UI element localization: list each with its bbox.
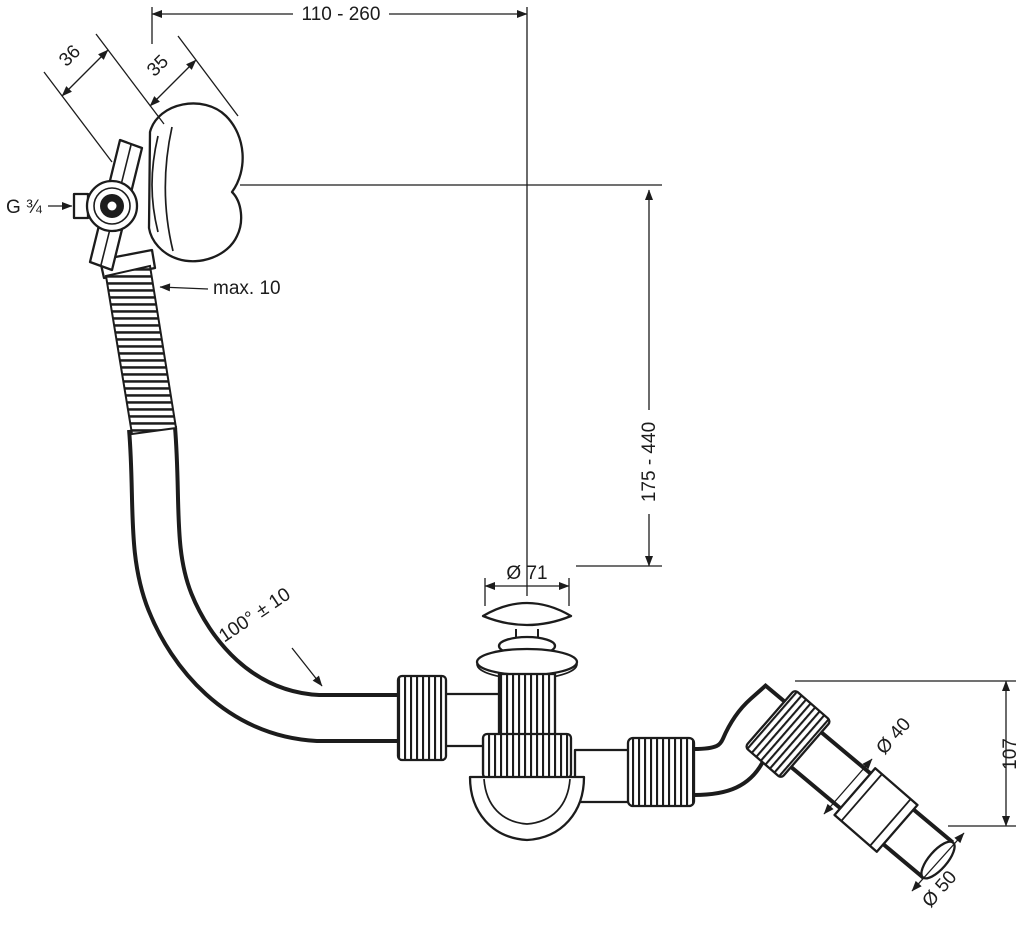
hose-angle-label: 100° ± 10 bbox=[215, 584, 294, 647]
dim-thread: G ¾ bbox=[6, 197, 73, 218]
diagonal-coupling-ring bbox=[745, 690, 831, 778]
fixture-artwork bbox=[72, 102, 956, 880]
dim-36-label: 36 bbox=[55, 41, 85, 71]
rotary-knob-ring bbox=[93, 187, 131, 225]
outlet-stub-pipe bbox=[573, 748, 637, 804]
flexible-hose bbox=[104, 264, 178, 436]
drain-bowl bbox=[468, 775, 586, 842]
dim-height-range-label: 175 - 440 bbox=[639, 422, 660, 502]
popup-plug-cap bbox=[481, 601, 573, 627]
inlet-coupling-nut bbox=[396, 674, 448, 762]
dim-pipe-diameter-label: Ø 40 bbox=[872, 714, 915, 759]
drain-bowl-inner bbox=[483, 778, 571, 825]
thread-label: G ¾ bbox=[6, 197, 43, 218]
dim-outlet-drop: 107 bbox=[795, 680, 1021, 827]
dim-35-label: 35 bbox=[143, 51, 173, 81]
max-gap-label: max. 10 bbox=[213, 278, 281, 299]
outlet-coupling-nut bbox=[626, 736, 696, 808]
overflow-cover-rim bbox=[164, 126, 174, 252]
overflow-cover-rim bbox=[151, 135, 159, 233]
overflow-cover bbox=[147, 102, 244, 263]
hose-connector bbox=[98, 248, 157, 280]
dim-outlet-drop-label: 107 bbox=[1000, 738, 1021, 770]
dim-width-range-label: 110 - 260 bbox=[302, 4, 381, 25]
dim-plug-diameter: Ø 71 bbox=[484, 563, 570, 606]
drain-flange bbox=[475, 647, 579, 677]
rotary-knob-center bbox=[107, 201, 117, 211]
overflow-unit bbox=[72, 102, 244, 272]
dim-plug-diameter-label: Ø 71 bbox=[506, 563, 547, 584]
dim-max-gap: max. 10 bbox=[159, 278, 281, 299]
dim-width-range: 110 - 260 bbox=[151, 4, 528, 596]
waste-body bbox=[396, 601, 696, 842]
outlet-pipe bbox=[693, 682, 955, 880]
dim-height-range: 175 - 440 bbox=[240, 184, 662, 567]
connecting-pipe bbox=[127, 425, 404, 743]
drain-neck-knurl bbox=[497, 672, 557, 738]
drain-union-nut bbox=[481, 732, 573, 780]
